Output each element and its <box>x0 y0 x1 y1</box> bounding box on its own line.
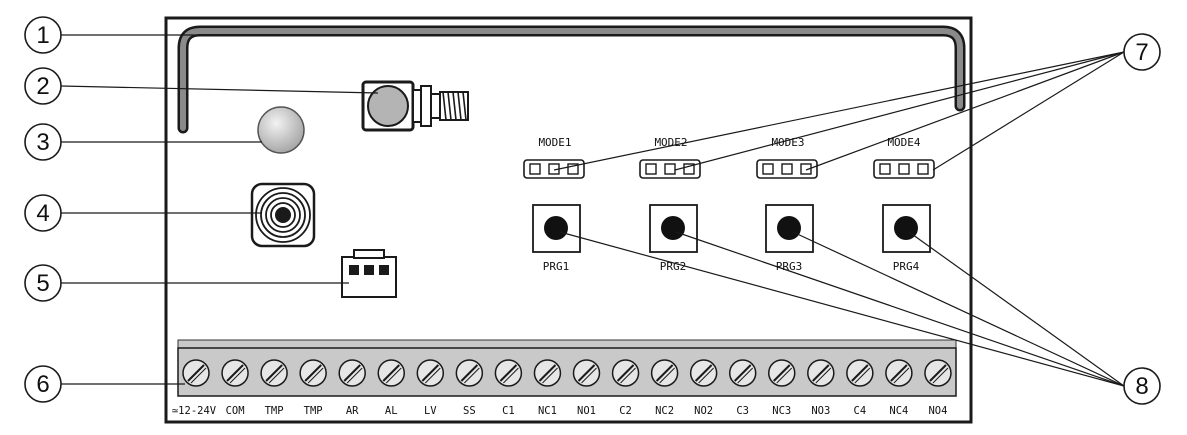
terminal-label: LV <box>424 405 437 417</box>
prg-button-4[interactable]: PRG4 <box>882 204 931 273</box>
terminal-label: C3 <box>736 405 749 417</box>
callout-1: 1 <box>24 16 62 54</box>
callout-number: 8 <box>1135 373 1148 400</box>
callout-6: 6 <box>24 365 62 403</box>
terminal-screw-icon <box>689 359 718 387</box>
jumper-group-2[interactable]: MODE2 <box>639 136 701 179</box>
terminal-screw-icon <box>377 359 405 387</box>
terminal-label: SS <box>463 405 476 417</box>
terminal-label: NO1 <box>577 405 596 417</box>
terminal-screw-icon <box>846 359 874 387</box>
terminal-label: TMP <box>265 405 284 417</box>
mode-label-1: MODE1 <box>538 136 571 149</box>
terminal-label: NO2 <box>694 405 713 417</box>
callout-number: 7 <box>1135 39 1148 66</box>
terminal-label: NC4 <box>889 405 908 417</box>
prg-button-1[interactable]: PRG1 <box>532 204 581 273</box>
terminal-label: NC3 <box>772 405 791 417</box>
terminal-label: NC1 <box>538 405 557 417</box>
jumper-group-4[interactable]: MODE4 <box>873 136 935 179</box>
prg-button-3[interactable]: PRG3 <box>765 204 814 273</box>
led-icon <box>257 106 305 154</box>
prg-label-1: PRG1 <box>543 260 570 273</box>
terminal-screw-icon <box>885 359 913 387</box>
mode-label-3: MODE3 <box>771 136 804 149</box>
prg-label-3: PRG3 <box>776 260 803 273</box>
leader-line-7d <box>932 51 1125 171</box>
callout-2: 2 <box>24 67 62 105</box>
leader-line-8b <box>675 231 1125 387</box>
leader-line-8a <box>559 231 1125 387</box>
mode-label-4: MODE4 <box>887 136 920 149</box>
terminal-screw-icon <box>416 359 445 387</box>
terminal-label: ≃12-24V <box>172 405 217 417</box>
connector-icon <box>341 249 397 298</box>
callout-number: 3 <box>36 129 49 156</box>
jumper-group-3[interactable]: MODE3 <box>756 136 818 179</box>
terminal-label: NO4 <box>928 405 947 417</box>
mode-label-2: MODE2 <box>654 136 687 149</box>
callout-5: 5 <box>24 264 62 302</box>
terminal-screw-icon <box>924 359 952 387</box>
terminal-screw-icon <box>650 359 679 387</box>
terminal-screw-icon <box>260 359 288 387</box>
terminal-label: AL <box>385 405 398 417</box>
terminal-screw-icon <box>728 359 757 387</box>
leader-line-7a <box>553 51 1125 171</box>
sma-connector-icon <box>361 80 469 132</box>
callout-3: 3 <box>24 123 62 161</box>
prg-label-4: PRG4 <box>893 260 920 273</box>
terminal-screw-icon <box>768 359 796 387</box>
callout-number: 4 <box>36 200 49 227</box>
terminal-screw-icon <box>299 359 327 387</box>
leader-line-2 <box>60 85 379 94</box>
terminal-screw-icon <box>455 359 484 387</box>
callout-8: 8 <box>1123 367 1161 405</box>
terminal-screw-icon <box>611 359 640 387</box>
leader-line-8d <box>908 231 1125 387</box>
terminal-screws <box>182 359 952 387</box>
terminal-block <box>177 339 957 397</box>
callout-7: 7 <box>1123 33 1161 71</box>
leader-lines <box>60 34 1125 387</box>
callout-number: 5 <box>36 270 49 297</box>
terminal-label: TMP <box>304 405 323 417</box>
terminal-labels: ≃12-24V COM TMP TMP AR AL LV SS C1 NC1 NO1 C2 NC2 NO2… <box>172 405 948 417</box>
leader-line-7c <box>805 51 1125 171</box>
prg-label-2: PRG2 <box>660 260 687 273</box>
antenna-core <box>180 28 963 131</box>
terminal-label: C1 <box>502 405 515 417</box>
terminal-label: NC2 <box>655 405 674 417</box>
callout-number: 6 <box>36 371 49 398</box>
callout-4: 4 <box>24 194 62 232</box>
terminal-label: NO3 <box>811 405 830 417</box>
terminal-label: C4 <box>854 405 867 417</box>
callout-number: 2 <box>36 73 49 100</box>
prg-button-2[interactable]: PRG2 <box>649 204 698 273</box>
terminal-screw-icon <box>182 359 210 387</box>
terminal-screw-icon <box>807 359 835 387</box>
terminal-screw-icon <box>338 359 366 387</box>
terminal-label: C2 <box>619 405 632 417</box>
leader-line-7b <box>674 51 1125 171</box>
terminal-screw-icon <box>533 359 562 387</box>
buzzer-icon <box>250 182 316 248</box>
terminal-screw-icon <box>221 359 249 387</box>
terminal-label: COM <box>226 405 245 417</box>
terminal-label: AR <box>346 405 359 417</box>
terminal-screw-icon <box>494 359 523 387</box>
callout-number: 1 <box>36 22 49 49</box>
leader-line-8c <box>792 231 1125 387</box>
terminal-screw-icon <box>572 359 601 387</box>
